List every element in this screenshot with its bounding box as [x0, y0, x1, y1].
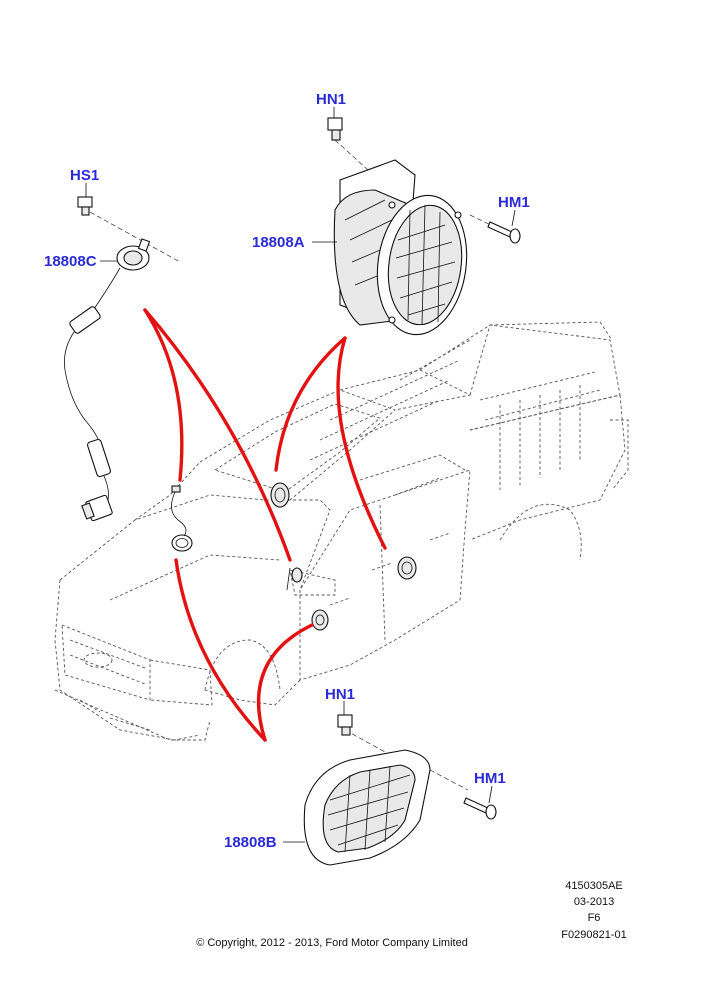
speaker-18808a [327, 117, 521, 336]
footer-date: 03-2013 [574, 896, 614, 908]
callout-leaders [85, 107, 516, 843]
truck-outline [54, 321, 629, 741]
screw-icon [487, 221, 521, 244]
callout-hs1: HS1 [70, 167, 99, 184]
location-arrows [143, 308, 387, 742]
callout-hm1-top: HM1 [498, 194, 530, 211]
speaker-icon [395, 204, 456, 326]
callout-18808a: 18808A [252, 234, 305, 251]
footer-code: 4150305AE [565, 880, 623, 892]
nut-icon [327, 117, 343, 141]
rear-door-speaker-installed [397, 556, 417, 580]
callout-hm1-bottom: HM1 [474, 770, 506, 787]
callout-18808b: 18808B [224, 834, 277, 851]
callout-hn1-bottom: HN1 [325, 686, 355, 703]
callout-18808c: 18808C [44, 253, 97, 270]
callout-hn1-top: HN1 [316, 91, 346, 108]
footer-figure-id: F0290821-01 [561, 929, 626, 941]
footer-sheet: F6 [588, 912, 601, 924]
speaker-icon [327, 765, 411, 853]
tweeter-18808c [64, 196, 181, 522]
footer-copyright: © Copyright, 2012 - 2013, Ford Motor Com… [196, 937, 468, 949]
dash-speaker-installed [270, 482, 290, 508]
mirror-tweeter-installed [286, 567, 303, 591]
nut-icon [77, 196, 93, 216]
dash-tweeter-installed [171, 485, 193, 552]
front-door-speaker-installed [311, 609, 329, 631]
screw-icon [463, 797, 497, 820]
speaker-18808b [303, 714, 497, 866]
nut-icon [337, 714, 353, 736]
